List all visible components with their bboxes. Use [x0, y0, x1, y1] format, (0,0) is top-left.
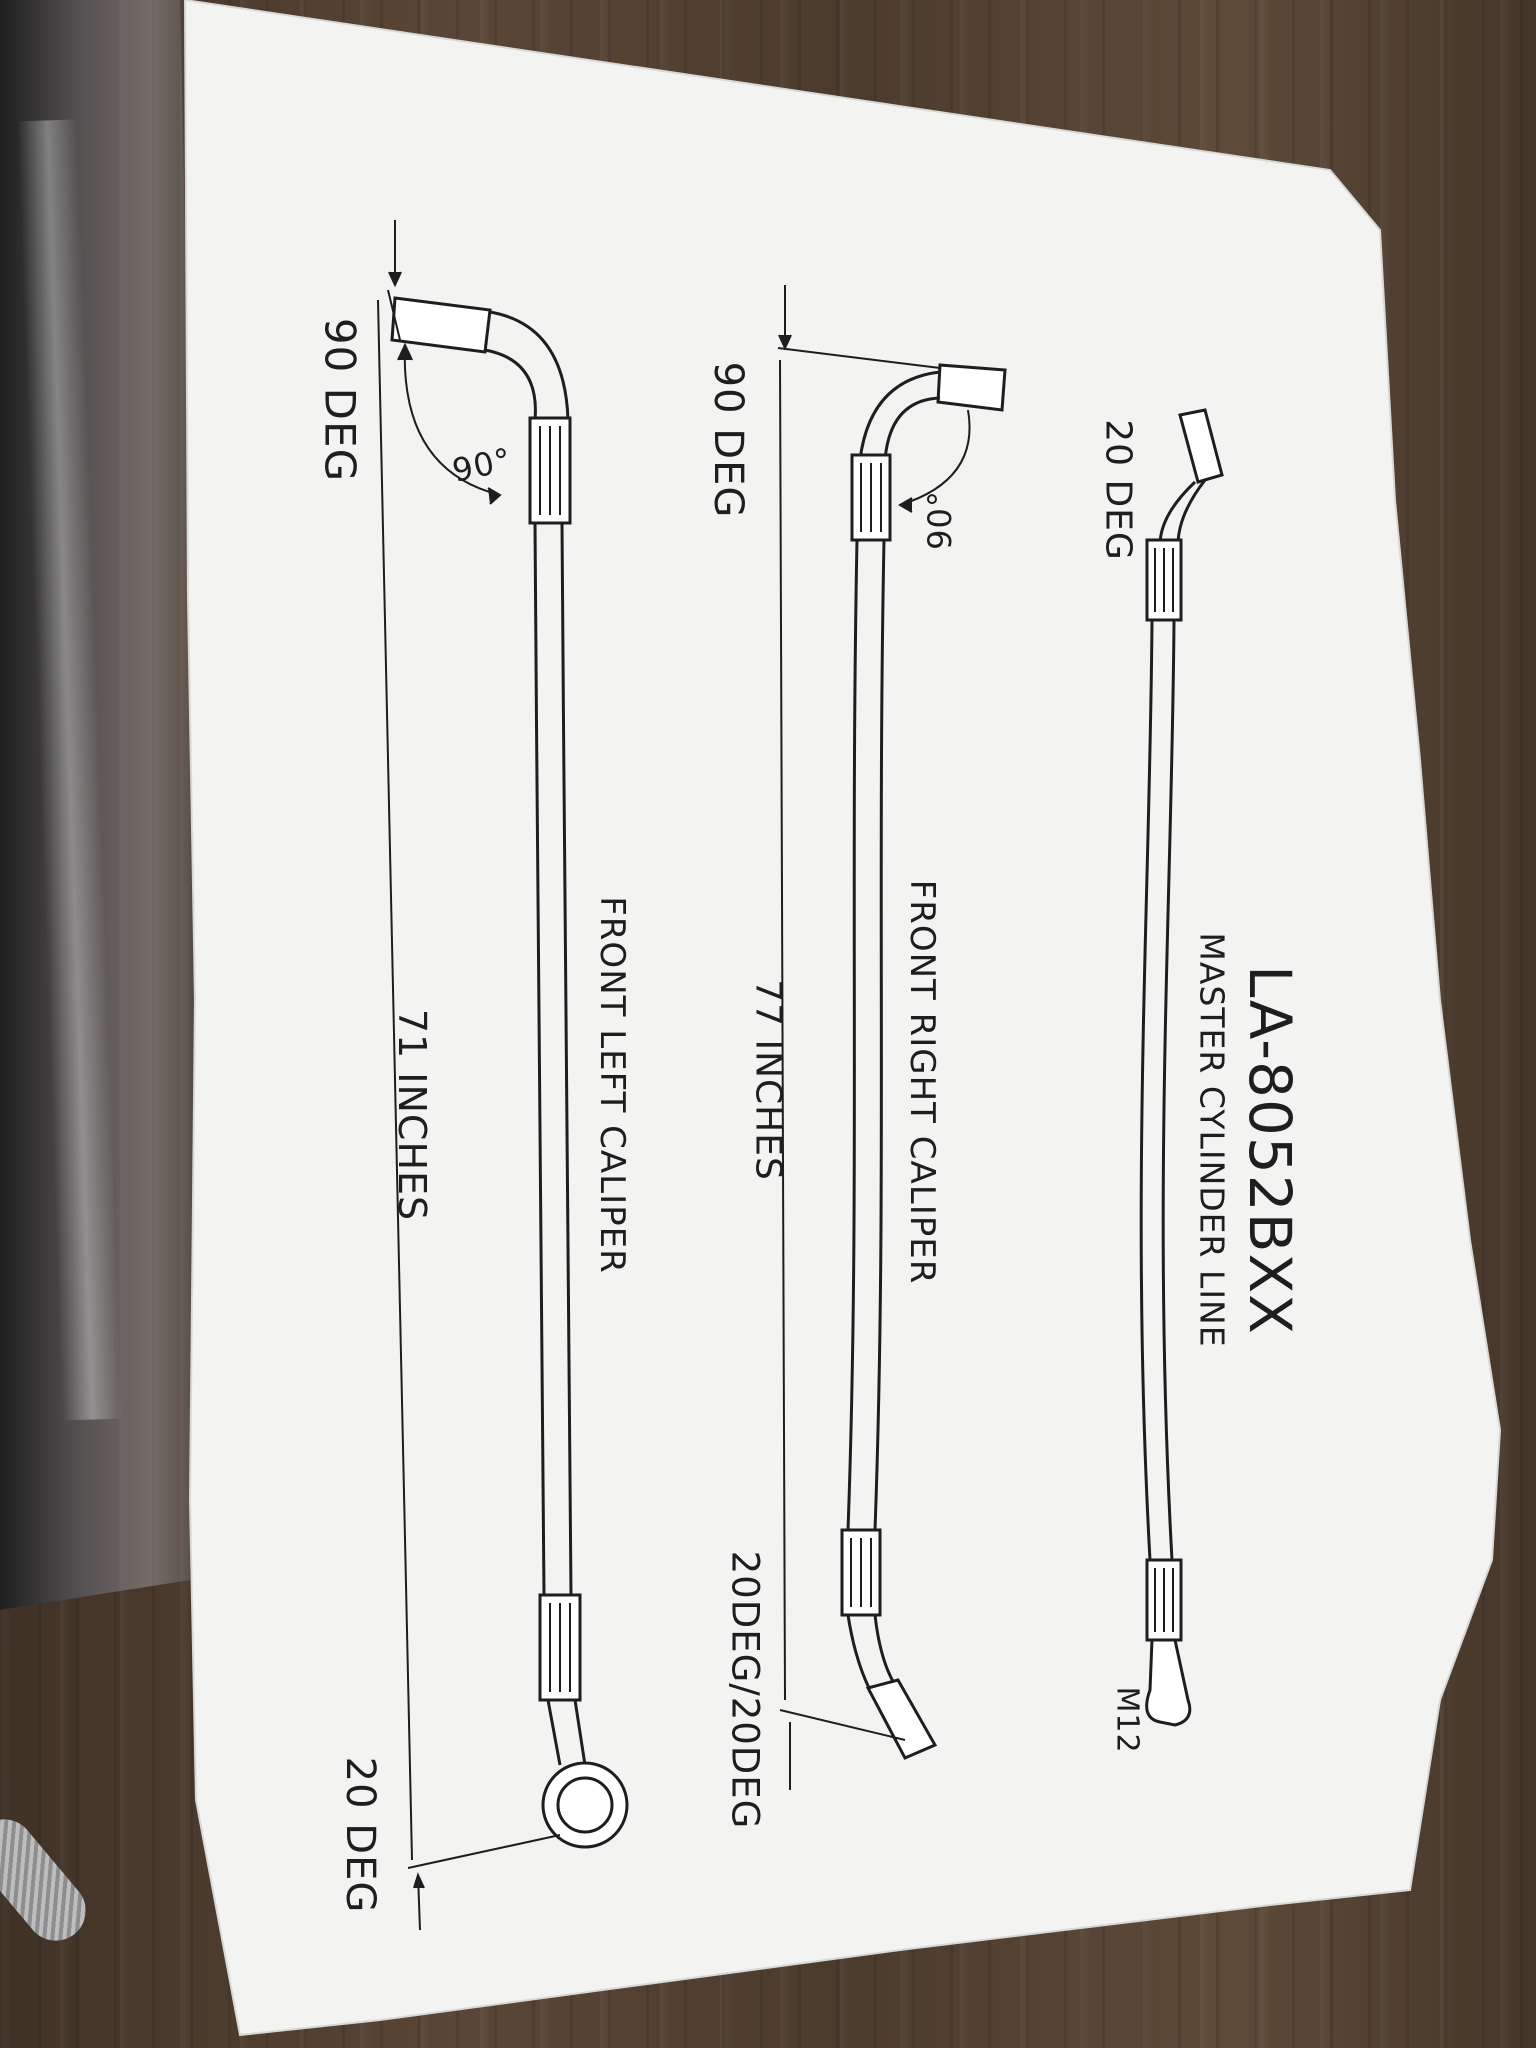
master-line-title: MASTER CYLINDER LINE	[1192, 932, 1232, 1348]
fr-length-label: 77 INCHES	[747, 979, 789, 1181]
master-top-fitting	[1178, 408, 1224, 484]
plastic-bag	[0, 0, 200, 1610]
fl-top-angle-label: 90 DEG	[315, 317, 365, 483]
fr-dim-top-extension	[777, 347, 941, 369]
fl-dimension	[377, 220, 561, 1931]
fl-dim-bottom-arrowhead	[413, 1872, 425, 1889]
fl-bottom-angle-label: 20 DEG	[337, 1756, 383, 1914]
fl-angle-arrowhead-bottom	[487, 487, 502, 505]
fr-banjo-bottom	[865, 1678, 938, 1760]
fl-bottom-neck	[546, 1699, 587, 1766]
fl-hose-body	[533, 522, 573, 1596]
master-hose-body	[1139, 619, 1176, 1561]
fr-bottom-ferrule-ribs	[850, 1538, 872, 1607]
master-bottom-ferrule-ribs	[1154, 1568, 1174, 1632]
fl-dim-top-extension	[387, 289, 401, 341]
fl-banjo-ring-inner	[556, 1776, 614, 1834]
fl-bottom-ferrule-ribs	[549, 1603, 571, 1692]
master-cylinder-hose	[1139, 408, 1224, 1727]
fl-elbow	[484, 310, 570, 421]
fr-title: FRONT RIGHT CALIPER	[902, 879, 942, 1285]
fr-angle-arc	[899, 409, 971, 506]
fr-banjo-top	[936, 363, 1007, 412]
fl-banjo-ring-outer	[541, 1761, 629, 1849]
fr-hose-body	[846, 539, 886, 1531]
front-left-hose	[390, 296, 629, 1849]
fl-dim-top-arrowhead	[388, 271, 402, 288]
master-angle-label: 20 DEG	[1097, 419, 1139, 561]
fl-title: FRONT LEFT CALIPER	[592, 896, 632, 1274]
fr-elbow	[858, 370, 941, 461]
fl-angle-arrowhead-top	[397, 342, 413, 361]
fr-top-angle-label: 90 DEG	[705, 361, 751, 519]
fr-dimension	[777, 285, 971, 1790]
fr-dim-bottom-extension	[779, 1709, 906, 1741]
fl-angle-arc	[403, 344, 501, 496]
fr-bottom-angle-label: 20DEG/20DEG	[723, 1550, 767, 1830]
front-right-hose	[840, 363, 1007, 1760]
fl-dim-bottom-extension	[407, 1834, 561, 1869]
fl-banjo-top	[390, 296, 492, 354]
fr-top-ferrule-ribs	[860, 463, 882, 532]
fr-dim-main-line	[779, 359, 786, 1701]
master-thread-label: M12	[1109, 1686, 1145, 1754]
master-top-ferrule-ribs	[1154, 548, 1174, 612]
fr-bend-label: 90°	[921, 490, 959, 550]
fl-length-label: 71 INCHES	[390, 1008, 434, 1222]
fr-angle-arrowhead	[898, 497, 913, 513]
part-number: LA-8052BXX	[1236, 965, 1304, 1335]
fl-top-ferrule-ribs	[539, 426, 561, 515]
fl-dim-main-line	[377, 299, 413, 1861]
master-m12-fitting	[1145, 1638, 1192, 1727]
